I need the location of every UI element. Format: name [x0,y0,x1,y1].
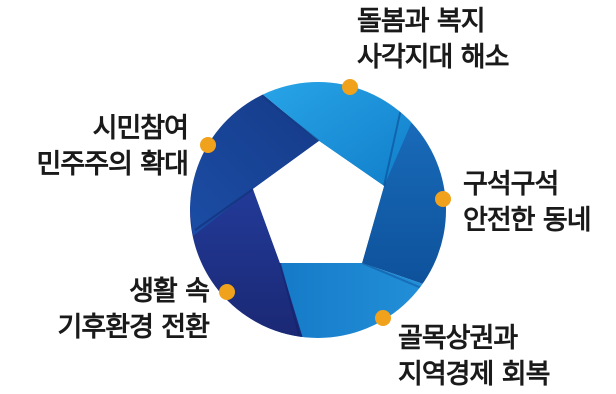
label-item-3: 골목상권과 지역경제 회복 [398,321,550,393]
label-item-3-line2: 지역경제 회복 [398,359,550,390]
label-item-4-line1: 생활 속 [129,276,210,307]
dot-item-4 [219,284,235,300]
label-item-2-line2: 안전한 동네 [463,205,592,236]
label-item-4-line2: 기후환경 전환 [57,312,210,343]
label-item-3-line1: 골목상권과 [398,323,518,354]
label-item-2: 구석구석 안전한 동네 [463,167,592,239]
label-item-2-line1: 구석구석 [463,169,559,200]
label-item-5: 시민참여 민주주의 확대 [36,111,189,183]
label-item-4: 생활 속 기후환경 전환 [57,274,210,346]
label-item-5-line1: 시민참여 [92,113,189,144]
label-item-1: 돌봄과 복지 사각지대 해소 [357,4,509,76]
label-item-1-line2: 사각지대 해소 [357,42,509,73]
dot-item-2 [435,191,451,207]
dot-item-1 [342,79,358,95]
dot-item-3 [375,310,391,326]
center-pentagon [253,141,384,263]
dot-item-5 [200,137,216,153]
label-item-1-line1: 돌봄과 복지 [357,6,486,37]
label-item-5-line2: 민주주의 확대 [36,149,189,180]
segment-bottom [255,263,446,338]
